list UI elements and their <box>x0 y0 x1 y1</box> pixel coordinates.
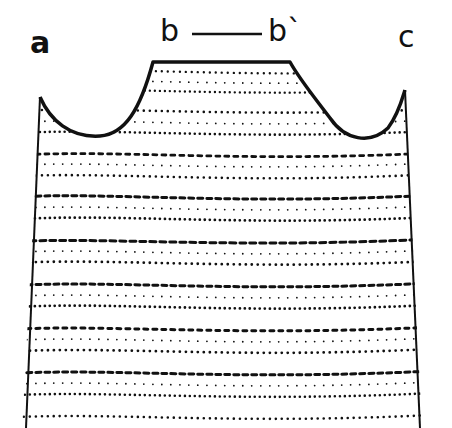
span-line <box>192 33 262 36</box>
part-letter: a <box>30 28 50 58</box>
stipple-rows <box>0 70 452 419</box>
crown-outline <box>40 62 405 138</box>
right-edge <box>405 90 420 428</box>
part-letter: b <box>160 16 179 46</box>
part-letter: b` <box>268 16 302 46</box>
part-letter: c <box>398 22 415 52</box>
left-edge <box>26 97 40 428</box>
